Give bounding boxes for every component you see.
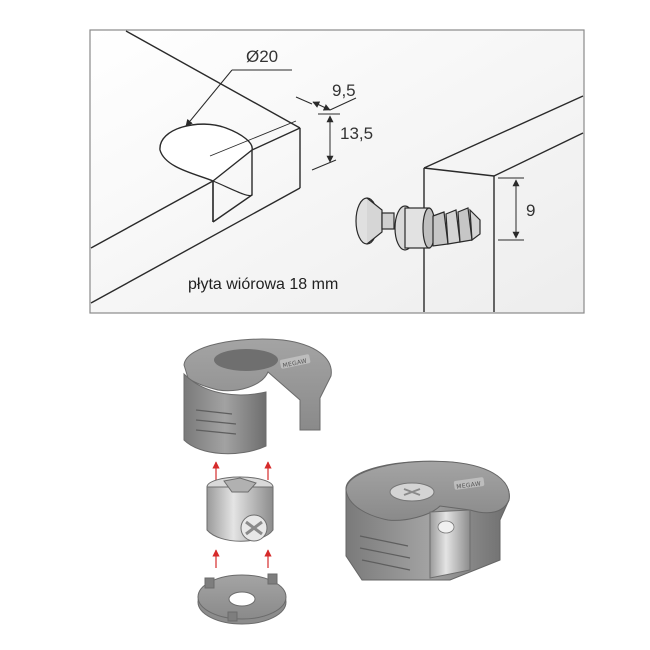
assembled-brand-mark: MEGAW (456, 480, 482, 490)
material-caption: płyta wiórowa 18 mm (188, 276, 338, 293)
depth-a-label: 9,5 (332, 81, 356, 100)
metal-cam-exploded (206, 476, 274, 542)
panel-frame (89, 29, 585, 314)
assembly-arrows-upper (212, 461, 272, 480)
assembly-arrows-lower (212, 549, 272, 568)
depth-a-dimension (295, 96, 357, 111)
diameter-label: Ø20 (246, 47, 278, 66)
pin-offset-label: 9 (526, 201, 535, 220)
cam-housing-assembled: MEGAW (345, 460, 510, 581)
diameter-leader: Ø20 (185, 47, 292, 127)
depth-b-dimension (311, 113, 340, 171)
cam-recess (159, 120, 297, 222)
housing-ribs (195, 409, 237, 435)
connecting-bolt (355, 197, 481, 251)
base-ring-exploded (197, 573, 287, 625)
assembled-ribs (359, 535, 411, 571)
mating-panel (423, 95, 584, 312)
pin-offset-dimension (498, 177, 524, 241)
depth-b-label: 13,5 (340, 124, 373, 143)
technical-drawing-panel: Ø20 9,5 13,5 9 (89, 29, 585, 314)
cam-housing-exploded: MEGAW (183, 338, 332, 455)
